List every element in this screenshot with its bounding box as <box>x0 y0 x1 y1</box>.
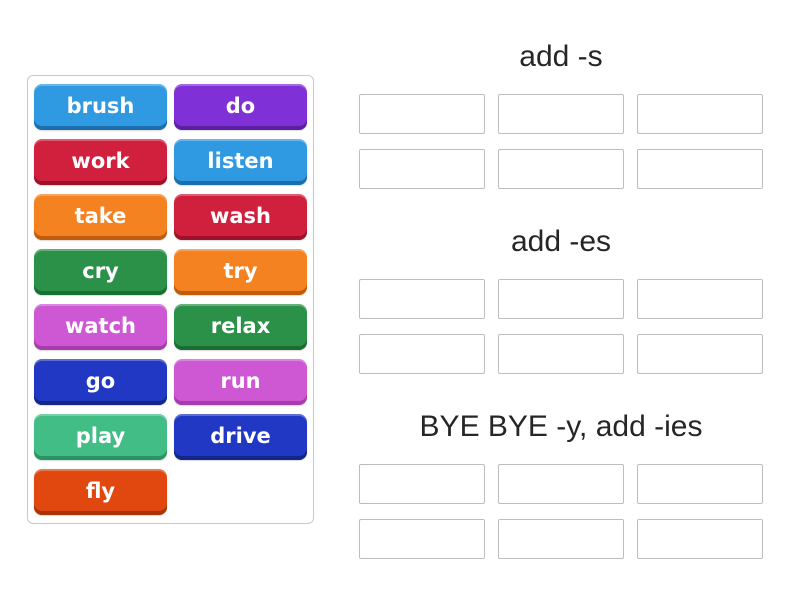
drop-slot[interactable] <box>359 464 485 504</box>
drop-slot[interactable] <box>637 334 763 374</box>
drop-slot[interactable] <box>359 279 485 319</box>
drop-slot[interactable] <box>637 94 763 134</box>
drop-slot[interactable] <box>359 94 485 134</box>
word-tile-drive[interactable]: drive <box>174 414 307 460</box>
word-tile-take[interactable]: take <box>34 194 167 240</box>
drop-slot[interactable] <box>498 149 624 189</box>
group-title-add-es: add -es <box>510 225 612 258</box>
drop-slot[interactable] <box>637 149 763 189</box>
word-tile-work[interactable]: work <box>34 139 167 185</box>
drop-slot[interactable] <box>359 334 485 374</box>
drop-slot[interactable] <box>637 519 763 559</box>
slot-grid-add-s <box>359 94 763 189</box>
word-tile-listen[interactable]: listen <box>174 139 307 185</box>
slot-grid-bye-bye-y-add-ies <box>359 464 763 559</box>
word-tile-go[interactable]: go <box>34 359 167 405</box>
drop-slot[interactable] <box>637 464 763 504</box>
word-tile-try[interactable]: try <box>174 249 307 295</box>
drop-slot[interactable] <box>359 149 485 189</box>
group-bye-bye-y-add-ies: BYE BYE -y, add -ies <box>359 405 763 559</box>
word-tile-wash[interactable]: wash <box>174 194 307 240</box>
drop-slot[interactable] <box>498 519 624 559</box>
drop-slot[interactable] <box>498 94 624 134</box>
word-bank-panel: brush do work listen take wash cry try w… <box>27 75 314 524</box>
word-tile-run[interactable]: run <box>174 359 307 405</box>
word-tile-fly[interactable]: fly <box>34 469 167 515</box>
word-tile-relax[interactable]: relax <box>174 304 307 350</box>
drop-slot[interactable] <box>637 279 763 319</box>
drop-slot[interactable] <box>359 519 485 559</box>
word-tile-cry[interactable]: cry <box>34 249 167 295</box>
slot-grid-add-es <box>359 279 763 374</box>
drop-slot[interactable] <box>498 279 624 319</box>
group-add-s: add -s <box>359 35 763 189</box>
word-tile-play[interactable]: play <box>34 414 167 460</box>
group-add-es: add -es <box>359 220 763 374</box>
drop-slot[interactable] <box>498 334 624 374</box>
word-tile-watch[interactable]: watch <box>34 304 167 350</box>
word-tile-do[interactable]: do <box>174 84 307 130</box>
word-tile-brush[interactable]: brush <box>34 84 167 130</box>
group-title-bye-bye-y-add-ies: BYE BYE -y, add -ies <box>419 410 703 443</box>
group-title-add-s: add -s <box>519 40 603 73</box>
drop-slot[interactable] <box>498 464 624 504</box>
